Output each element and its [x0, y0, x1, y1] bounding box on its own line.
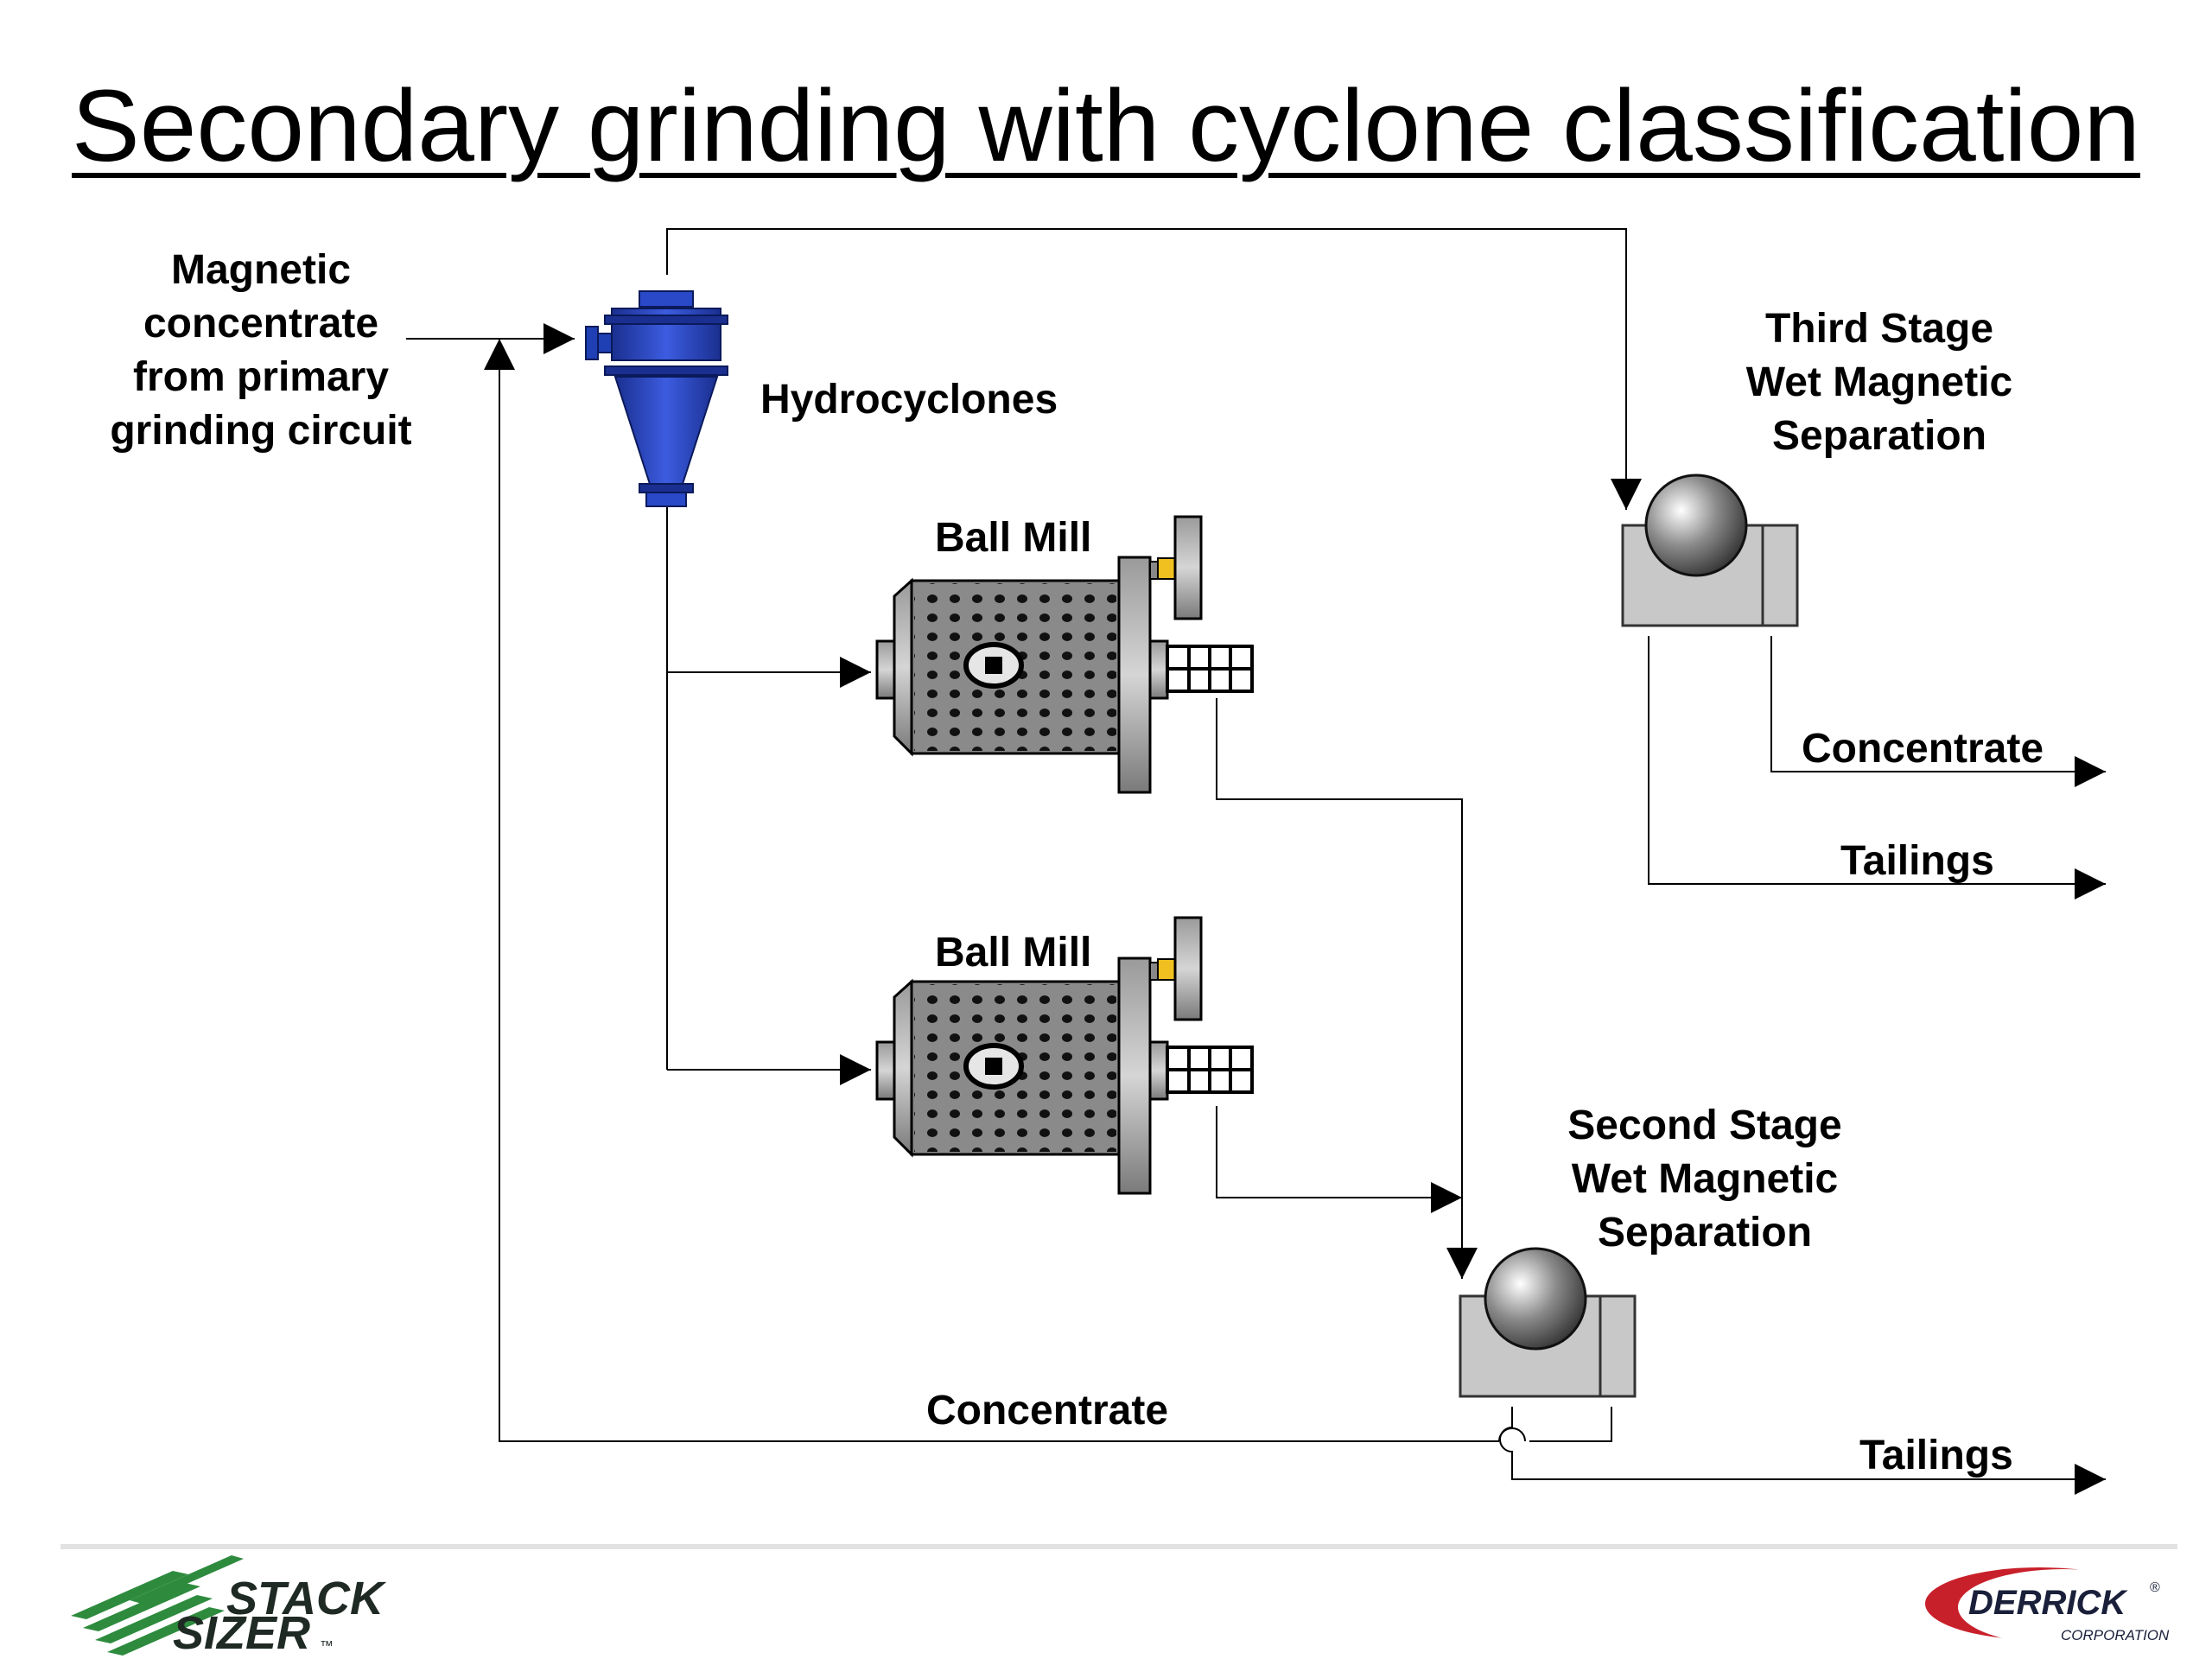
page-title: Secondary grinding with cyclone classifi…	[72, 69, 2140, 183]
overflow-line	[666, 228, 1642, 510]
tailings-upper-label: Tailings	[1840, 838, 1994, 884]
third-stage-concentrate-out	[1770, 636, 2106, 787]
stack-sizer-logo: STACK SIZER ™	[71, 1555, 387, 1659]
concentrate-upper-label: Concentrate	[1802, 726, 2044, 772]
second-stage-label-line-3: Separation	[1598, 1210, 1812, 1255]
third-stage-separator-icon	[1621, 474, 1799, 627]
stack-sizer-line-1: STACK	[226, 1573, 387, 1624]
mill1-discharge-line	[1216, 698, 1478, 1279]
feed-label-line-2: concentrate	[143, 301, 378, 346]
concentrate-recycle-line	[484, 339, 1499, 1442]
third-stage-label-line-1: Third Stage	[1765, 306, 1993, 352]
derrick-corporation: CORPORATION	[2061, 1627, 2170, 1643]
tailings-lower-label: Tailings	[1859, 1433, 2013, 1478]
feed-label-line-4: grinding circuit	[110, 408, 411, 454]
third-stage-label-line-2: Wet Magnetic	[1746, 359, 2012, 405]
feed-label-line-1: Magnetic	[171, 247, 351, 293]
derrick-logo: DERRICK ® CORPORATION	[1925, 1567, 2170, 1645]
ball-mill-2-icon	[875, 916, 1254, 1195]
derrick-reg: ®	[2150, 1580, 2160, 1595]
concentrate-lower-label: Concentrate	[926, 1388, 1168, 1433]
second-stage-separator-icon	[1459, 1247, 1637, 1398]
third-stage-label-line-3: Separation	[1772, 413, 1986, 459]
derrick-name: DERRICK	[1968, 1584, 2128, 1622]
ball-mill-1-label: Ball Mill	[935, 515, 1091, 561]
stack-sizer-tm: ™	[320, 1639, 334, 1654]
hydrocyclones-label: Hydrocyclones	[760, 377, 1058, 423]
second-stage-label-line-2: Wet Magnetic	[1572, 1156, 1838, 1202]
second-stage-label-line-1: Second Stage	[1567, 1103, 1841, 1148]
ball-mill-1-icon	[875, 515, 1254, 794]
third-stage-tailings-out	[1648, 636, 2106, 899]
second-stage-concentrate-out	[1529, 1407, 1612, 1442]
feed-label-line-3: from primary	[133, 354, 389, 400]
second-stage-tailings-out	[1499, 1407, 2106, 1495]
mill2-discharge-line	[1216, 1106, 1462, 1213]
stack-sizer-line-2: SIZER	[173, 1607, 310, 1659]
ball-mill-2-label: Ball Mill	[935, 930, 1091, 976]
hydrocyclone-icon	[585, 290, 728, 507]
